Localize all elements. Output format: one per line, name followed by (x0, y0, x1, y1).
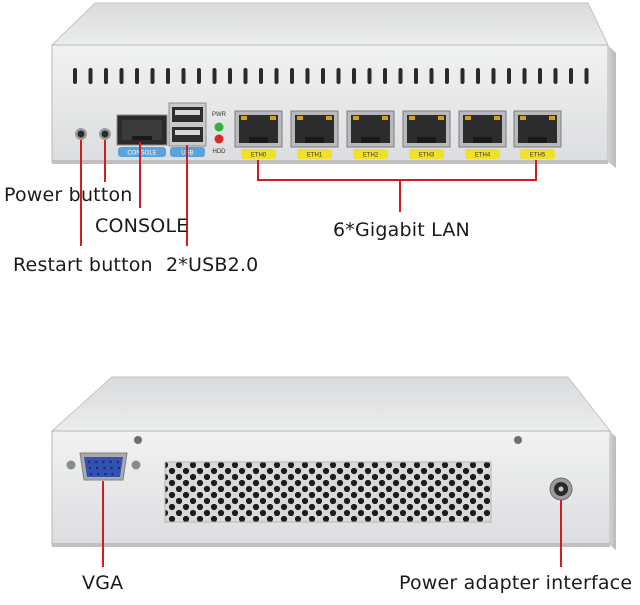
vent-slot (119, 68, 124, 84)
vent-slot (150, 68, 155, 84)
power-adapter-jack (549, 477, 573, 501)
usb-label: 2*USB2.0 (166, 254, 259, 276)
eth-port-0: ETH0 (234, 110, 283, 159)
eth-tag-plate (409, 149, 444, 159)
ethernet-ports: ETH0 ETH1 ETH2 ETH3 ETH4 ETH5 (234, 110, 562, 159)
vent-slot (135, 68, 139, 84)
console-tag-text: CONSOLE (127, 151, 156, 157)
vent-slot (290, 68, 294, 84)
eth-port-3: ETH3 (402, 110, 451, 159)
eth-tag-text: ETH2 (363, 153, 379, 159)
console-label: CONSOLE (95, 215, 189, 237)
vent-slot (104, 68, 108, 84)
front-callout-lines (80, 140, 537, 246)
vent-slot (321, 68, 325, 84)
vent-slot (491, 68, 496, 84)
status-leds: PWR HDD (212, 112, 227, 155)
rear-callout-lines (102, 481, 562, 567)
vga-label: VGA (82, 572, 124, 594)
vent-slot (445, 68, 449, 84)
eth-tag-text: ETH4 (475, 153, 491, 159)
vent-slot (166, 68, 170, 84)
rear-vent-grille (164, 461, 492, 523)
vent-slot (584, 68, 589, 84)
led-pwr-light (214, 122, 224, 132)
vent-slot (476, 68, 480, 84)
vent-slot (414, 68, 418, 84)
led-pwr-label: PWR (212, 112, 227, 118)
power-adapter-label: Power adapter interface (399, 572, 633, 594)
eth-port-2: ETH2 (346, 110, 395, 159)
eth-port-1: ETH1 (290, 110, 339, 159)
console-port: CONSOLE (116, 114, 168, 157)
front-vent-slots (73, 68, 589, 84)
eth-tag-text: ETH1 (307, 153, 323, 159)
vent-slot (553, 68, 558, 84)
eth-tag-plate (465, 149, 500, 159)
eth-tag-text: ETH3 (419, 153, 435, 159)
vent-slot (367, 68, 372, 84)
lan-label: 6*Gigabit LAN (333, 219, 470, 241)
eth-tag-plate (297, 149, 332, 159)
vent-slot (212, 68, 217, 84)
vga-port (66, 452, 141, 481)
vent-slot (336, 68, 341, 84)
restart-button-label: Restart button (13, 254, 153, 276)
power-button-hole (75, 128, 87, 140)
console-tag-plate (118, 147, 166, 157)
vent-slot (538, 68, 542, 84)
vent-slot (352, 68, 356, 84)
restart-button-hole (99, 128, 111, 140)
vent-slot (460, 68, 465, 84)
eth-port-4: ETH4 (458, 110, 507, 159)
vent-slot (73, 68, 77, 84)
eth-tag-plate (353, 149, 388, 159)
vent-slot (259, 68, 263, 84)
eth-port-5: ETH5 (513, 110, 562, 159)
vent-slot (398, 68, 403, 84)
vent-slot (274, 68, 279, 84)
vent-slot (522, 68, 527, 84)
vent-slot (181, 68, 186, 84)
vent-slot (228, 68, 232, 84)
led-hdd-light (214, 134, 224, 144)
usb-ports: USB (168, 102, 207, 157)
eth-tag-plate (520, 149, 555, 159)
vent-slot (383, 68, 387, 84)
eth-tag-plate (241, 149, 276, 159)
vent-slot (507, 68, 511, 84)
vent-slot (305, 68, 310, 84)
power-button-label: Power button (4, 184, 133, 206)
vent-slot (429, 68, 434, 84)
eth-tag-text: ETH5 (530, 153, 546, 159)
vent-slot (197, 68, 201, 84)
eth-tag-text: ETH0 (251, 153, 267, 159)
led-hdd-label: HDD (213, 149, 227, 155)
vent-slot (88, 68, 93, 84)
vent-slot (243, 68, 248, 84)
vent-slot (569, 68, 573, 84)
